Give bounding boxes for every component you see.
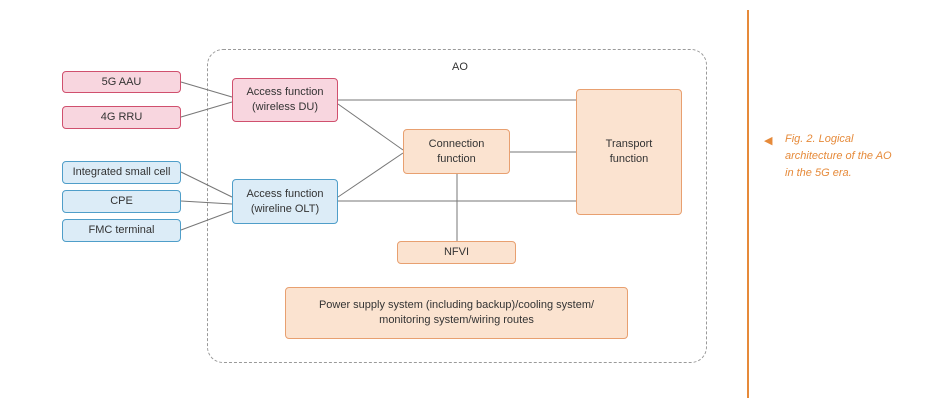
connection-line1: Connection bbox=[428, 137, 485, 150]
access-wireline-line2: (wireline OLT) bbox=[250, 202, 320, 215]
link-4g-rru bbox=[180, 101, 233, 118]
fmc-terminal-label: FMC terminal bbox=[88, 224, 155, 236]
caption-divider bbox=[747, 10, 749, 398]
access-wireline-olt-node: Access function (wireline OLT) bbox=[232, 179, 338, 224]
integrated-small-cell-label: Integrated small cell bbox=[72, 166, 171, 178]
5g-aau-label: 5G AAU bbox=[101, 75, 142, 88]
fmc-terminal-node: FMC terminal bbox=[62, 219, 181, 242]
integrated-small-cell-node: Integrated small cell bbox=[62, 161, 181, 184]
4g-rru-node: 4G RRU bbox=[62, 106, 181, 129]
caption-arrow-icon: ◀ bbox=[764, 135, 773, 147]
access-wireline-line1: Access function bbox=[246, 187, 324, 200]
link-5g-aau bbox=[180, 81, 233, 98]
access-wireless-line1: Access function bbox=[246, 86, 324, 98]
nfvi-node: NFVI bbox=[397, 241, 516, 264]
link-du-connection bbox=[337, 103, 404, 151]
cpe-label: CPE bbox=[110, 195, 133, 207]
4g-rru-label: 4G RRU bbox=[100, 111, 143, 123]
transport-function-node: Transport function bbox=[576, 89, 682, 215]
nfvi-label: NFVI bbox=[443, 246, 470, 258]
connection-line2: function bbox=[437, 152, 476, 165]
power-line2: monitoring system/wiring routes bbox=[379, 314, 534, 326]
connection-function-node: Connection function bbox=[403, 129, 510, 174]
access-wireless-du-node: Access function (wireless DU) bbox=[232, 78, 338, 122]
link-cpe bbox=[180, 200, 233, 205]
access-wireless-line2: (wireless DU) bbox=[252, 101, 318, 113]
link-olt-connection bbox=[337, 152, 404, 198]
transport-line2: function bbox=[609, 153, 649, 165]
5g-aau-node: 5G AAU bbox=[62, 71, 181, 93]
transport-line1: Transport bbox=[605, 138, 653, 150]
power-supply-node: Power supply system (including backup)/c… bbox=[285, 287, 628, 339]
ao-label: AO bbox=[452, 61, 468, 73]
figure-caption: Fig. 2. Logical architecture of the AO i… bbox=[785, 133, 892, 179]
power-line1: Power supply system (including backup)/c… bbox=[318, 299, 595, 311]
ao-boundary bbox=[207, 49, 707, 363]
cpe-node: CPE bbox=[62, 190, 181, 213]
link-fmc bbox=[180, 210, 233, 231]
link-small-cell bbox=[180, 171, 233, 198]
